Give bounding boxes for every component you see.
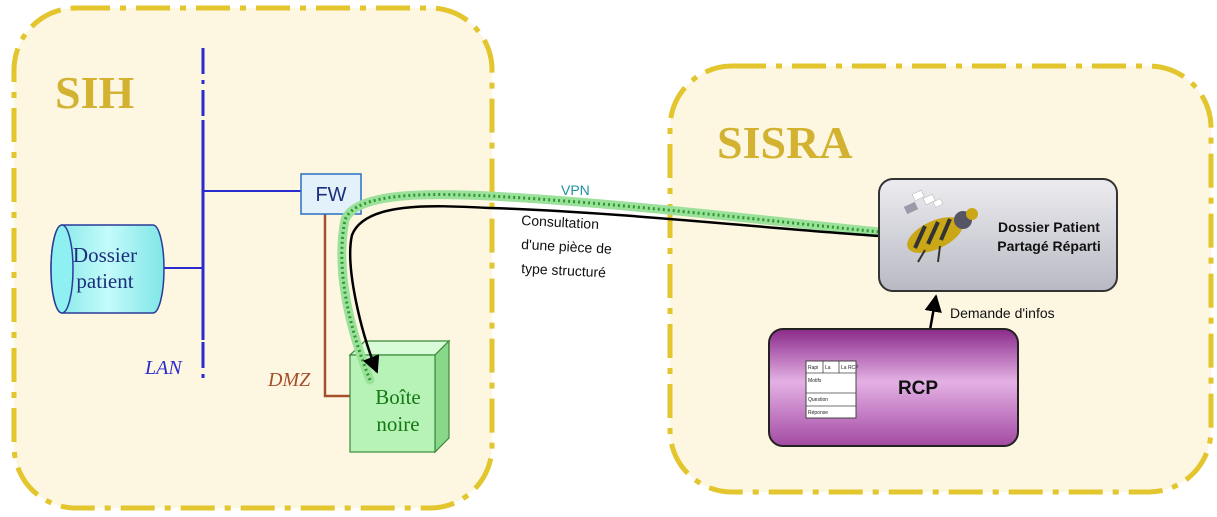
dppr-box: Dossier Patient Partagé Réparti <box>879 179 1117 291</box>
rcp-form-r1: Motifs <box>808 378 822 384</box>
consultation-label-1: Consultation <box>521 212 600 232</box>
rcp-label: RCP <box>898 378 938 399</box>
dossier-patient-label-2: patient <box>76 269 133 293</box>
rcp-form-h2: La <box>825 365 831 371</box>
rcp-form-h1: Rapi <box>808 365 818 371</box>
sih-zone-label: SIH <box>55 67 134 118</box>
vpn-label: VPN <box>561 182 590 198</box>
lan-label: LAN <box>144 357 183 379</box>
firewall-label: FW <box>315 184 346 206</box>
rcp-form-r3: Réponse <box>808 410 828 416</box>
dossier-patient-database: Dossier patient <box>51 225 164 313</box>
boite-noire-label-1: Boîte <box>375 385 421 409</box>
dppr-label-2: Partagé Réparti <box>997 238 1100 254</box>
demande-infos-label: Demande d'infos <box>950 305 1055 321</box>
rcp-form-icon: Rapi La La RCP Motifs Question Réponse <box>806 361 859 418</box>
dossier-patient-label-1: Dossier <box>73 243 137 267</box>
dppr-label-1: Dossier Patient <box>998 219 1100 235</box>
sisra-zone-label: SISRA <box>717 117 853 168</box>
rcp-box: Rapi La La RCP Motifs Question Réponse R… <box>769 329 1018 446</box>
boite-noire-label-2: noire <box>376 412 419 436</box>
consultation-label-3: type structuré <box>521 260 607 280</box>
consultation-label-2: d'une pièce de <box>521 236 613 257</box>
dmz-label: DMZ <box>267 369 311 391</box>
rcp-form-r2: Question <box>808 397 828 403</box>
rcp-form-h3: La RCP <box>841 365 859 371</box>
